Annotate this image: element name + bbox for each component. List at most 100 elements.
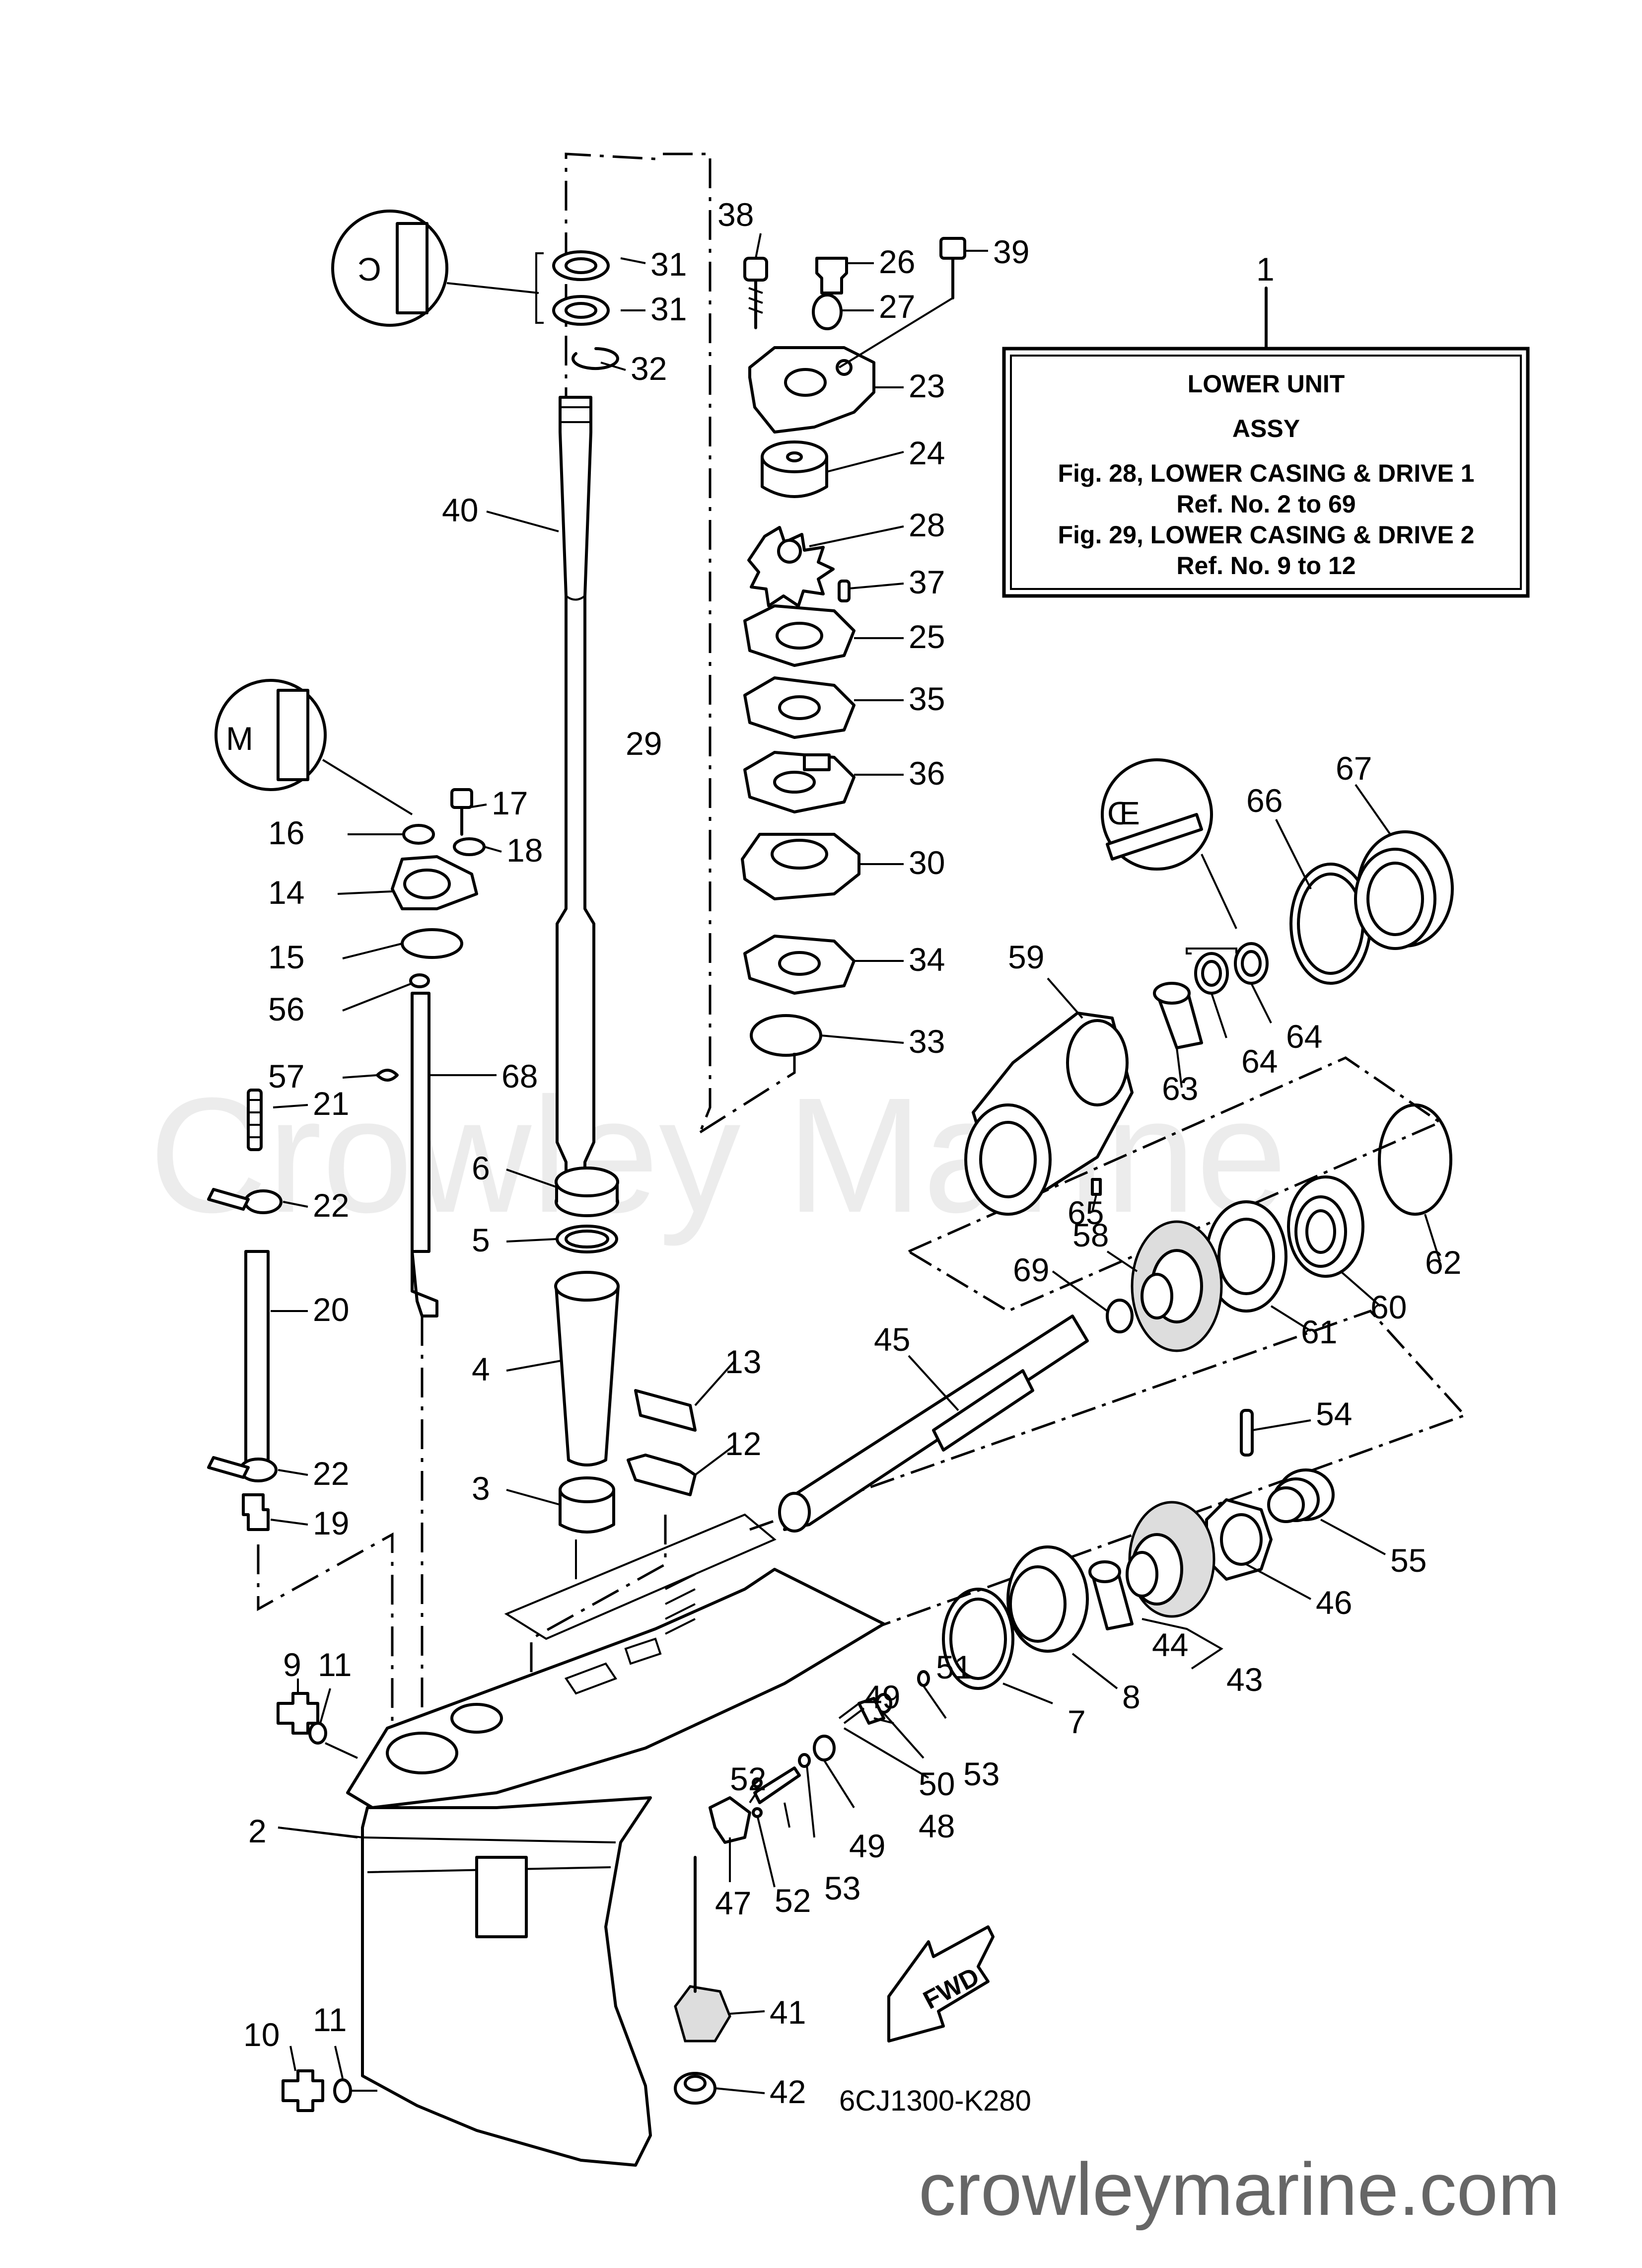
part-label: 22 [313, 1187, 349, 1224]
part-label: 6 [472, 1150, 490, 1186]
part-label: 32 [631, 350, 667, 387]
part-label: 37 [909, 564, 945, 600]
part-label: 69 [1013, 1251, 1049, 1288]
part-label: 52 [730, 1760, 766, 1797]
part-label: 58 [1072, 1217, 1109, 1253]
part-label: 29 [626, 725, 662, 762]
part-label: 36 [909, 755, 945, 792]
prop-housing-assembly [906, 784, 1454, 1352]
part-label: 51 [936, 1649, 972, 1685]
rod-assembly-19-22 [207, 1089, 394, 1748]
part-label: 38 [717, 196, 754, 233]
part-label: 43 [1226, 1661, 1263, 1698]
part-label: 17 [492, 785, 528, 821]
info-box-line2: ASSY [1232, 415, 1300, 442]
part-label: 49 [849, 1828, 885, 1864]
box-ref-number: 1 [1256, 251, 1275, 288]
part-label: 64 [1286, 1018, 1322, 1055]
part-label: 45 [874, 1321, 910, 1358]
part-label: 2 [248, 1813, 267, 1849]
part-label: 64 [1241, 1043, 1278, 1080]
part-label: 3 [472, 1470, 490, 1507]
part-label: 4 [472, 1351, 490, 1388]
fwd-arrow: FWD [887, 1925, 995, 2043]
water-pump-assembly [663, 152, 988, 1134]
part-label: 50 [919, 1765, 955, 1802]
part-label: 20 [313, 1291, 349, 1328]
site-url: crowleymarine.com [919, 2147, 1560, 2231]
part-label: 40 [442, 492, 478, 528]
part-label: 53 [963, 1756, 999, 1792]
part-label: 48 [919, 1808, 955, 1844]
part-label: 13 [725, 1343, 761, 1380]
shift-plunger-assembly [709, 1670, 947, 1888]
part-label: 46 [1316, 1584, 1352, 1621]
drawing-code: 6CJ1300-K280 [839, 2085, 1031, 2117]
part-label: 8 [1122, 1679, 1141, 1715]
part-label: 56 [268, 991, 304, 1027]
shift-rod-assembly [337, 788, 502, 1758]
part-label: 55 [1390, 1542, 1427, 1579]
svg-text:Œ: Œ [1107, 795, 1140, 831]
detail-circle-63: Œ [1101, 758, 1237, 929]
part-label: 65 [1068, 1194, 1104, 1231]
part-label: 54 [1316, 1395, 1352, 1432]
part-label: 66 [1246, 782, 1283, 819]
part-label: 11 [318, 1646, 352, 1683]
part-label: 19 [313, 1505, 349, 1541]
part-label: 12 [725, 1425, 761, 1462]
part-label: 15 [268, 939, 304, 975]
part-label: 9 [283, 1646, 301, 1683]
part-label: 44 [1152, 1626, 1188, 1663]
part-label: 52 [775, 1882, 811, 1919]
svg-text:Ɔ: Ɔ [357, 251, 381, 288]
info-box-line4: Ref. No. 2 to 69 [1176, 490, 1356, 518]
part-label: 22 [313, 1455, 349, 1492]
propeller-shaft-assembly [749, 1310, 1467, 1704]
part-label: 7 [1068, 1703, 1086, 1740]
part-label: 42 [770, 2073, 806, 2110]
part-label: 26 [879, 243, 915, 280]
part-number-labels: 38 26 39 27 23 24 28 37 25 35 36 30 34 3… [243, 196, 1461, 2110]
part-label: 18 [506, 832, 543, 869]
part-label: 21 [313, 1085, 349, 1122]
part-label: 30 [909, 844, 945, 881]
detail-circle-31: Ɔ [331, 210, 539, 327]
part-label: 11 [313, 2001, 347, 2038]
part-label: 14 [268, 874, 304, 911]
part-label: 57 [268, 1058, 304, 1095]
part-label: 24 [909, 435, 945, 471]
part-label: 23 [909, 367, 945, 404]
info-box-line6: Ref. No. 9 to 12 [1176, 552, 1356, 580]
svg-text:M: M [226, 720, 253, 757]
driveshaft-assembly [486, 152, 656, 1579]
part-label: 62 [1425, 1244, 1461, 1281]
detail-circle-14: M [214, 679, 413, 815]
part-label: 68 [501, 1058, 538, 1095]
part-label: 10 [243, 2016, 280, 2053]
part-label: 27 [879, 288, 915, 325]
part-label: 59 [1008, 939, 1044, 975]
info-box: LOWER UNIT ASSY Fig. 28, LOWER CASING & … [1002, 251, 1530, 598]
part-label: 49 [864, 1679, 900, 1715]
part-label: 34 [909, 941, 945, 978]
part-label: 31 [650, 246, 687, 283]
part-label: 33 [909, 1023, 945, 1060]
part-label: 5 [472, 1222, 490, 1258]
part-label: 53 [824, 1870, 860, 1906]
part-label: 25 [909, 618, 945, 655]
part-label: 61 [1301, 1314, 1337, 1350]
part-label: 39 [993, 233, 1029, 270]
part-label: 67 [1336, 750, 1372, 787]
blocks-12-13 [530, 1360, 736, 1748]
part-label: 47 [715, 1885, 751, 1921]
info-box-line1: LOWER UNIT [1188, 370, 1345, 398]
info-box-line5: Fig. 29, LOWER CASING & DRIVE 2 [1058, 521, 1475, 549]
part-label: 41 [770, 1994, 806, 2031]
part-label: 60 [1370, 1289, 1407, 1325]
part-label: 28 [909, 507, 945, 543]
lower-casing [278, 1513, 885, 2167]
part-label: 31 [650, 291, 687, 327]
